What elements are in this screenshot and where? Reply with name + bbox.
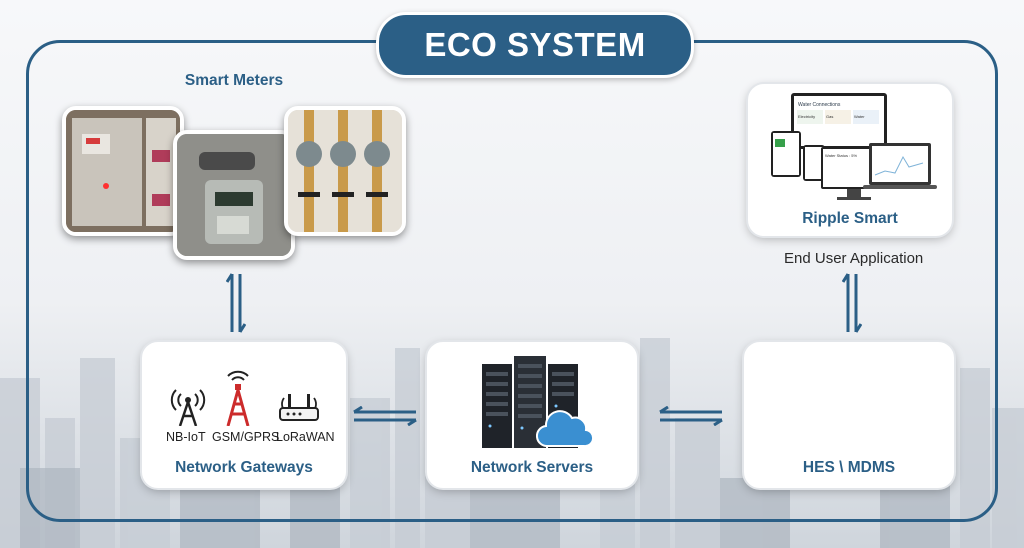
- end-user-application-caption: End User Application: [784, 250, 924, 267]
- lora-router-icon: [279, 394, 319, 421]
- hes-mdms-label: HES \ MDMS: [802, 459, 896, 476]
- gas-meter-photo: [173, 130, 295, 260]
- screen-status: Water Status : 5%: [825, 153, 858, 158]
- cell-tower-icon: [226, 370, 250, 426]
- screen-tile-gas: Gas: [826, 114, 833, 119]
- arrow-gateways-servers: [353, 406, 417, 426]
- arrow-meters-gateways: [226, 273, 246, 333]
- screen-heading: Water Connections: [798, 102, 841, 108]
- antenna-tower-icon: [170, 389, 206, 426]
- ripple-smart-card: Water Connections Electricity Gas Water …: [748, 84, 952, 236]
- protocol-gsm-gprs: GSM/GPRS: [212, 430, 280, 444]
- meter-cabinet-photo: [62, 106, 184, 236]
- network-servers-label: Network Servers: [470, 459, 594, 476]
- screen-tile-electricity: Electricity: [798, 114, 815, 119]
- network-gateways-label: Network Gateways: [175, 459, 313, 476]
- hes-mdms-card: [744, 342, 954, 488]
- page-title: ECO SYSTEM: [424, 26, 646, 63]
- devices-mockup: Water Connections Electricity Gas Water …: [771, 93, 937, 200]
- arrow-hes-app: [842, 273, 862, 333]
- title-banner: ECO SYSTEM: [376, 12, 694, 78]
- protocol-nb-iot: NB-IoT: [166, 430, 206, 444]
- smart-meters-label: Smart Meters: [184, 72, 284, 89]
- screen-tile-water: Water: [854, 114, 865, 119]
- cloud-icon: [536, 410, 594, 448]
- ripple-smart-label: Ripple Smart: [802, 210, 898, 227]
- water-meters-photo: [284, 106, 406, 236]
- arrow-servers-hes: [659, 406, 723, 426]
- protocol-lorawan: LoRaWAN: [276, 430, 335, 444]
